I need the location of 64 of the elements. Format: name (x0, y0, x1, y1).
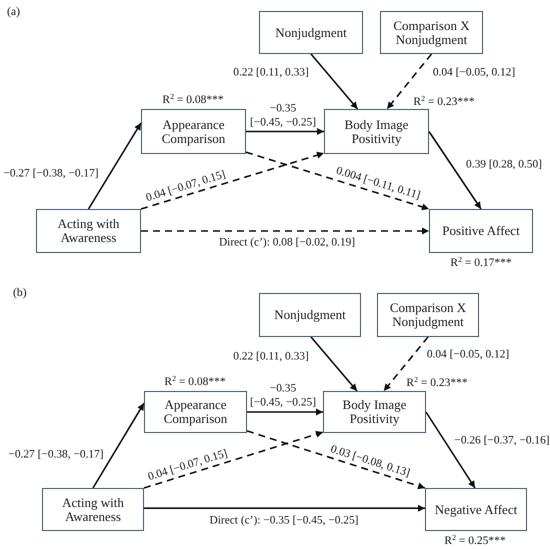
variable-name: Body Image Positivity (342, 398, 408, 426)
arrow (144, 504, 425, 512)
arrow (246, 128, 324, 135)
variable-box (323, 391, 426, 433)
variable-box (377, 293, 479, 337)
dashed-arrow (144, 430, 324, 489)
path-coefficient: 0.04 [−0.07, 0.15] (146, 448, 230, 484)
r-squared-label: R$^{2}$ = 0.17*** (450, 256, 512, 270)
arrow (88, 122, 142, 210)
path-coefficient: 0.04 [−0.07, 0.15] (144, 168, 228, 206)
variable-name: Nonjudgment (274, 308, 346, 322)
variable-box (42, 488, 144, 531)
arrow (247, 408, 323, 416)
path-coefficient: Direct (c’): −0.35 [−0.45, −0.25] (210, 514, 358, 528)
arrow (425, 412, 476, 488)
dashed-arrow (141, 228, 429, 234)
variable-name: Appearance Comparison (162, 398, 228, 426)
variable-box (36, 209, 141, 253)
variable-box (144, 391, 247, 433)
path-coefficient: −0.26 [−0.37, −0.16] (454, 434, 550, 448)
variable-box (259, 293, 361, 337)
panel-label: (b) (13, 286, 27, 300)
path-coefficient: 0.004 [−0.11, 0.11] (334, 164, 422, 204)
dashed-arrow (383, 336, 429, 392)
variable-box (425, 488, 527, 531)
variable-name: Acting with Awareness (61, 496, 125, 524)
path-coefficient: 0.22 [0.11, 0.33] (233, 66, 309, 80)
variable-name: Positive Affect (442, 224, 520, 238)
variable-name: Comparison X Nonjudgment (392, 18, 471, 46)
variable-name: Acting with Awareness (56, 217, 120, 245)
path-coefficient: −0.35 [−0.45, −0.25] (250, 102, 316, 130)
path-coefficient: Direct (c’): 0.08 [−0.02, 0.19] (218, 236, 356, 250)
arrow (428, 131, 482, 210)
variable-name: Body Image Positivity (344, 118, 410, 146)
path-coefficient: 0.39 [0.28, 0.50] (466, 158, 542, 172)
variable-box (429, 209, 533, 253)
dashed-arrow (246, 151, 430, 210)
variable-name: Nonjudgment (275, 26, 347, 40)
variable-box (380, 11, 483, 54)
arrow (310, 53, 358, 110)
path-coefficient: 0.04 [−0.05, 0.12] (426, 348, 510, 362)
variable-box (324, 109, 429, 154)
dashed-arrow (246, 430, 426, 490)
path-coefficient: −0.27 [−0.38, −0.17] (8, 448, 104, 462)
path-coefficient: −0.27 [−0.38, −0.17] (3, 167, 99, 181)
dashed-arrow (140, 152, 324, 210)
path-coefficient: −0.35 [−0.45, −0.25] (250, 382, 316, 410)
path-coefficient: 0.04 [−0.05, 0.12] (432, 66, 516, 80)
variable-name: Negative Affect (434, 502, 518, 516)
variable-name: Comparison X Nonjudgment (388, 301, 468, 329)
r-squared-label: R$^{2}$ = 0.08*** (164, 375, 226, 389)
variable-box (259, 11, 363, 54)
panel-label: (a) (7, 5, 20, 19)
arrow (92, 402, 145, 488)
r-squared-label: R$^{2}$ = 0.23*** (406, 376, 468, 390)
variable-box (141, 109, 246, 154)
r-squared-label: R$^{2}$ = 0.08*** (162, 93, 224, 107)
arrow (310, 336, 358, 392)
path-coefficient: 0.22 [0.11, 0.33] (233, 350, 309, 364)
path-coefficient: 0.03 [−0.08, 0.13] (328, 443, 412, 481)
r-squared-label: R$^{2}$ = 0.23*** (413, 95, 475, 109)
variable-name: Appearance Comparison (160, 118, 226, 146)
dashed-arrow (386, 54, 432, 110)
r-squared-label: R$^{2}$ = 0.25*** (444, 534, 506, 548)
